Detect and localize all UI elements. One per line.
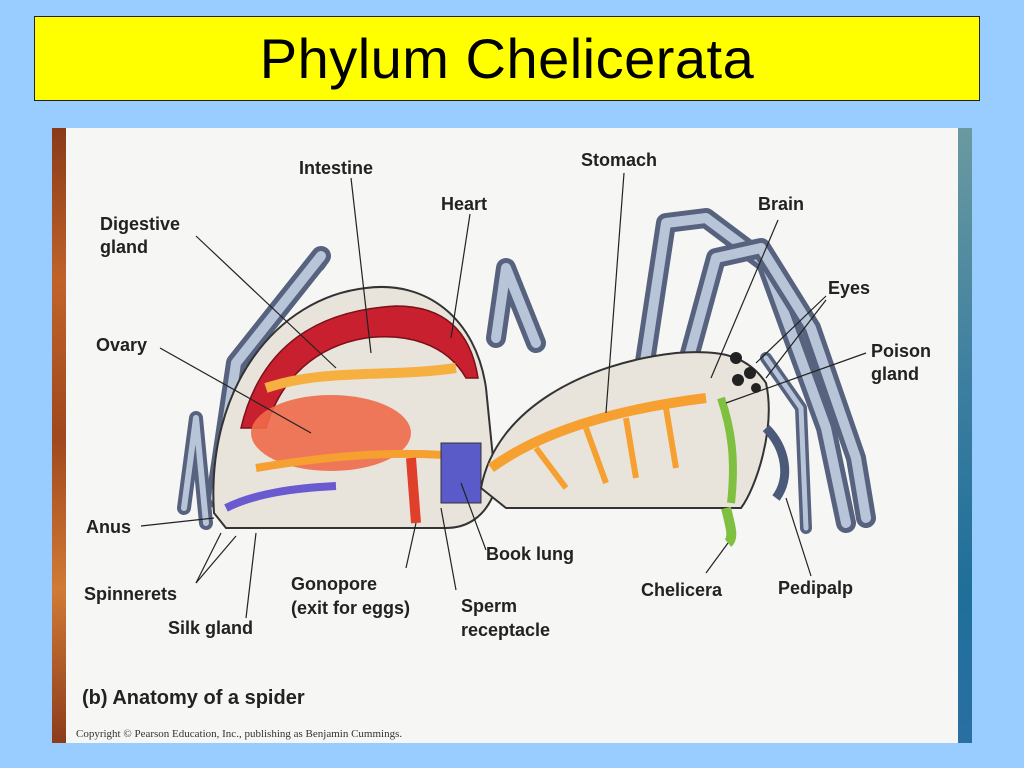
label-ovary: Ovary xyxy=(96,335,147,355)
label-intestine: Intestine xyxy=(299,158,373,178)
right-border-strip xyxy=(958,128,972,743)
label-anus: Anus xyxy=(86,517,131,537)
abdomen xyxy=(212,285,498,529)
label-sperm-receptacle-line1: Sperm xyxy=(461,596,517,616)
label-eyes: Eyes xyxy=(828,278,870,298)
label-heart: Heart xyxy=(441,194,487,214)
cephalothorax xyxy=(479,351,790,547)
slide-title: Phylum Chelicerata xyxy=(259,27,755,90)
label-gonopore-line2: (exit for eggs) xyxy=(291,598,410,618)
copyright-notice: Copyright © Pearson Education, Inc., pub… xyxy=(76,728,402,740)
label-book-lung: Book lung xyxy=(486,544,574,564)
spider-legs xyxy=(177,208,876,534)
label-gonopore-line1: Gonopore xyxy=(291,574,377,594)
label-poison-gland-line1: Poison xyxy=(871,341,931,361)
figure-caption: (b) Anatomy of a spider xyxy=(82,687,305,709)
label-chelicera: Chelicera xyxy=(641,580,723,600)
left-border-strip xyxy=(52,128,66,743)
label-spinnerets: Spinnerets xyxy=(84,584,177,604)
label-digestive-gland-line2: gland xyxy=(100,237,148,257)
label-sperm-receptacle-line2: receptacle xyxy=(461,620,550,640)
label-stomach: Stomach xyxy=(581,150,657,170)
spider-anatomy-figure: Intestine Stomach Heart Brain Digestive … xyxy=(66,128,958,743)
label-poison-gland-line2: gland xyxy=(871,364,919,384)
spider-anatomy-diagram: Intestine Stomach Heart Brain Digestive … xyxy=(76,150,931,740)
label-silk-gland: Silk gland xyxy=(168,618,253,638)
label-digestive-gland-line1: Digestive xyxy=(100,214,180,234)
label-pedipalp: Pedipalp xyxy=(778,578,853,598)
label-brain: Brain xyxy=(758,194,804,214)
leader-lines xyxy=(140,172,867,619)
title-banner: Phylum Chelicerata xyxy=(34,16,980,101)
